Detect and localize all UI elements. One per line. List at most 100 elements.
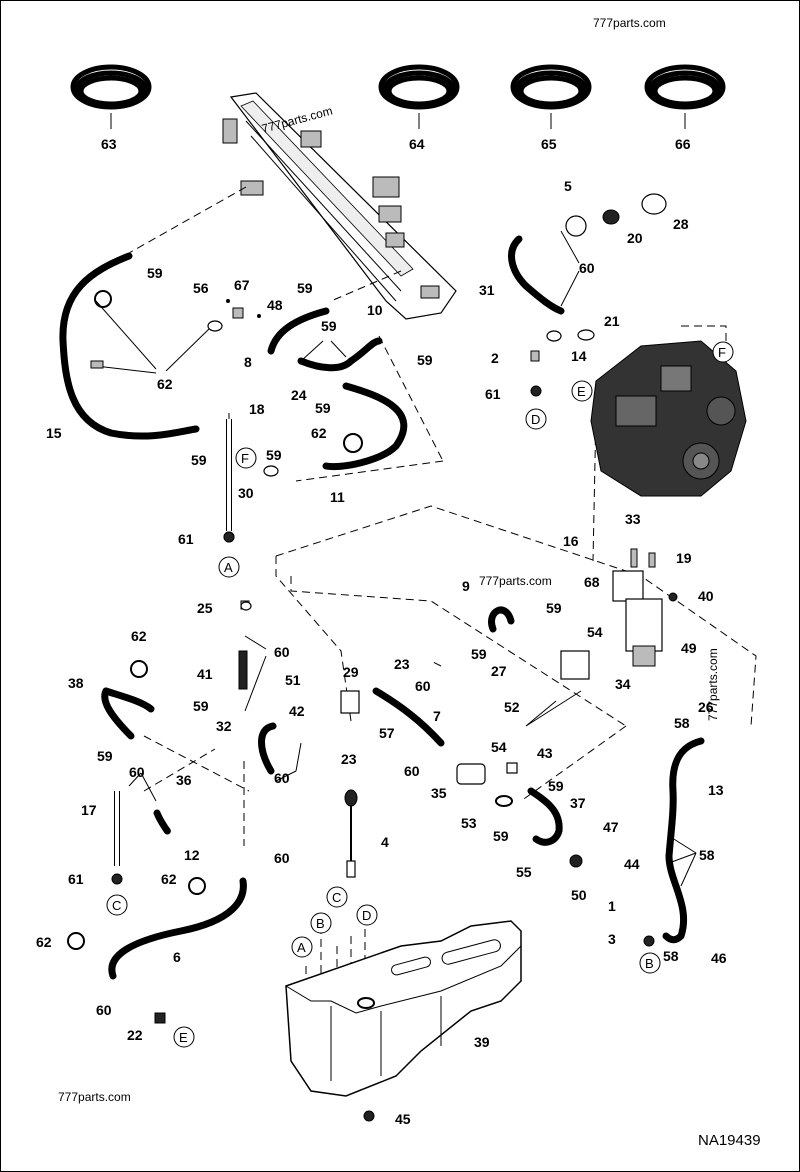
callout-33: 33 bbox=[625, 511, 641, 527]
callout-38: 38 bbox=[68, 675, 84, 691]
callout-49: 49 bbox=[681, 640, 697, 656]
hoses bbox=[59, 235, 705, 980]
connector-f: F bbox=[241, 451, 249, 466]
callout-35: 35 bbox=[431, 785, 447, 801]
callout-59: 59 bbox=[471, 646, 487, 662]
callout-52: 52 bbox=[504, 699, 520, 715]
connector-c: C bbox=[112, 898, 121, 913]
connector-c: C bbox=[332, 890, 341, 905]
callout-numbers: 63 64 65 66 5 28 20 60 31 21 2 14 61 59 … bbox=[36, 136, 727, 1127]
callout-66: 66 bbox=[675, 136, 691, 152]
callout-23: 23 bbox=[341, 751, 357, 767]
callout-18: 18 bbox=[249, 401, 265, 417]
callout-65: 65 bbox=[541, 136, 557, 152]
callout-2: 2 bbox=[491, 350, 499, 366]
coiled-hose-65 bbox=[510, 64, 592, 129]
callout-23: 23 bbox=[394, 656, 410, 672]
callout-21: 21 bbox=[604, 313, 620, 329]
connector-b: B bbox=[645, 956, 654, 971]
connector-a: A bbox=[224, 560, 233, 575]
callout-37: 37 bbox=[570, 795, 586, 811]
callout-68: 68 bbox=[584, 574, 600, 590]
connector-d: D bbox=[531, 412, 540, 427]
callout-34: 34 bbox=[615, 676, 631, 692]
connector-markers: A A B B C C D D E E F F bbox=[106, 341, 734, 1048]
coiled-hose-63 bbox=[70, 64, 152, 129]
callout-51: 51 bbox=[285, 672, 301, 688]
fuel-tank bbox=[285, 920, 522, 1097]
callout-28: 28 bbox=[673, 216, 689, 232]
callout-61: 61 bbox=[68, 871, 84, 887]
callout-25: 25 bbox=[197, 600, 213, 616]
callout-11: 11 bbox=[330, 489, 345, 505]
callout-20: 20 bbox=[627, 230, 643, 246]
callout-60: 60 bbox=[96, 1002, 112, 1018]
connector-e: E bbox=[577, 384, 586, 399]
callout-4: 4 bbox=[381, 834, 389, 850]
callout-14: 14 bbox=[571, 348, 587, 364]
leader-lines bbox=[95, 186, 757, 1001]
callout-47: 47 bbox=[603, 819, 619, 835]
callout-30: 30 bbox=[238, 485, 254, 501]
callout-67: 67 bbox=[234, 277, 250, 293]
callout-44: 44 bbox=[624, 856, 640, 872]
callout-63: 63 bbox=[101, 136, 117, 152]
callout-54: 54 bbox=[491, 739, 507, 755]
connector-e: E bbox=[179, 1030, 188, 1045]
callout-59: 59 bbox=[315, 400, 331, 416]
connector-d: D bbox=[362, 908, 371, 923]
callout-43: 43 bbox=[537, 745, 553, 761]
callout-31: 31 bbox=[479, 282, 495, 298]
radiator bbox=[222, 92, 457, 320]
callout-60: 60 bbox=[579, 260, 595, 276]
watermark: 777parts.com bbox=[706, 648, 720, 721]
connector-b: B bbox=[316, 916, 325, 931]
callout-60: 60 bbox=[129, 764, 145, 780]
callout-39: 39 bbox=[474, 1034, 490, 1050]
diagram-code: NA19439 bbox=[698, 1132, 761, 1149]
callout-59: 59 bbox=[97, 748, 113, 764]
callout-59: 59 bbox=[297, 280, 313, 296]
watermark: 777parts.com bbox=[58, 1090, 131, 1104]
callout-8: 8 bbox=[244, 354, 252, 370]
callout-12: 12 bbox=[184, 847, 200, 863]
connector-f: F bbox=[718, 345, 726, 360]
callout-58: 58 bbox=[663, 948, 679, 964]
callout-59: 59 bbox=[191, 452, 207, 468]
callout-57: 57 bbox=[379, 725, 395, 741]
watermark: 777parts.com bbox=[479, 574, 552, 588]
callout-61: 61 bbox=[485, 386, 501, 402]
callout-24: 24 bbox=[291, 387, 307, 403]
coiled-hose-66 bbox=[644, 64, 726, 129]
callout-53: 53 bbox=[461, 815, 477, 831]
callout-17: 17 bbox=[81, 802, 97, 818]
callout-45: 45 bbox=[395, 1111, 411, 1127]
callout-59: 59 bbox=[417, 352, 433, 368]
callout-60: 60 bbox=[274, 770, 290, 786]
callout-56: 56 bbox=[193, 280, 209, 296]
connector-a: A bbox=[297, 940, 306, 955]
callout-6: 6 bbox=[173, 949, 181, 965]
coiled-hose-64 bbox=[378, 64, 460, 129]
callout-27: 27 bbox=[491, 663, 507, 679]
callout-58: 58 bbox=[699, 847, 715, 863]
callout-40: 40 bbox=[698, 588, 714, 604]
callout-26: 26 bbox=[698, 699, 714, 715]
engine bbox=[590, 340, 747, 497]
callout-60: 60 bbox=[274, 850, 290, 866]
callout-59: 59 bbox=[548, 778, 564, 794]
callout-60: 60 bbox=[274, 644, 290, 660]
callout-60: 60 bbox=[415, 678, 431, 694]
watermark: 777parts.com bbox=[593, 16, 666, 30]
callout-1: 1 bbox=[608, 898, 616, 914]
callout-22: 22 bbox=[127, 1027, 143, 1043]
callout-29: 29 bbox=[343, 664, 359, 680]
callout-5: 5 bbox=[564, 178, 572, 194]
callout-59: 59 bbox=[546, 600, 562, 616]
callout-62: 62 bbox=[131, 628, 147, 644]
callout-64: 64 bbox=[409, 136, 425, 152]
callout-13: 13 bbox=[708, 782, 724, 798]
callout-46: 46 bbox=[711, 950, 727, 966]
callout-59: 59 bbox=[321, 318, 337, 334]
